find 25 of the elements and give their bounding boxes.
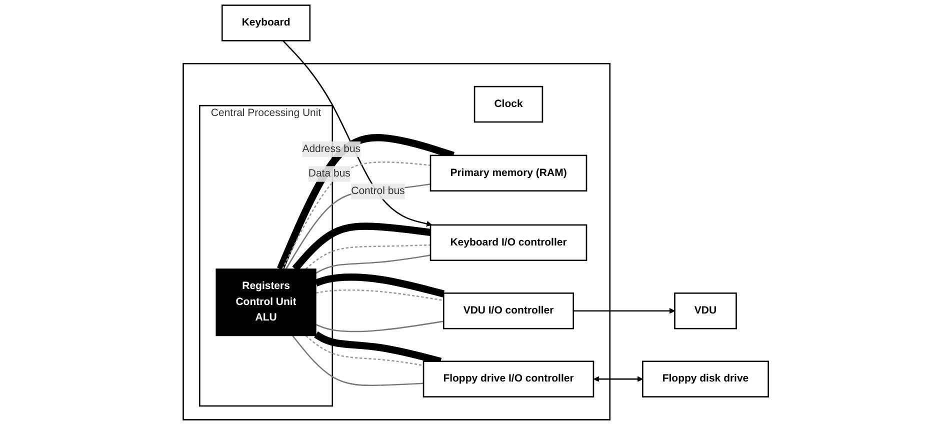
connector bbox=[277, 134, 455, 270]
connector bbox=[282, 162, 431, 270]
connector bbox=[314, 274, 445, 298]
node-box: VDU bbox=[674, 292, 738, 330]
arrow bbox=[574, 308, 676, 314]
edge-label: Data bus bbox=[308, 168, 351, 180]
arrow bbox=[594, 376, 644, 382]
node-box: Floppy drive I/O controller bbox=[423, 360, 594, 398]
node-box: Keyboard I/O controller bbox=[430, 224, 588, 262]
connector bbox=[292, 335, 424, 386]
connector bbox=[316, 289, 444, 302]
connector bbox=[306, 244, 431, 270]
node-box: Floppy disk drive bbox=[642, 360, 770, 398]
node-box: Clock bbox=[474, 86, 544, 123]
node-box: Primary memory (RAM) bbox=[430, 154, 588, 192]
edge-label: Address bus bbox=[302, 143, 361, 155]
node-box: Registers Control Unit ALU bbox=[216, 268, 317, 336]
connector bbox=[286, 183, 431, 270]
connector bbox=[316, 254, 431, 274]
connector bbox=[306, 335, 424, 366]
node-box: Keyboard bbox=[222, 4, 311, 42]
node-box: VDU I/O controller bbox=[443, 292, 574, 330]
cluster bbox=[182, 62, 611, 420]
edge-label: Control bus bbox=[351, 186, 406, 197]
connector bbox=[316, 320, 444, 332]
